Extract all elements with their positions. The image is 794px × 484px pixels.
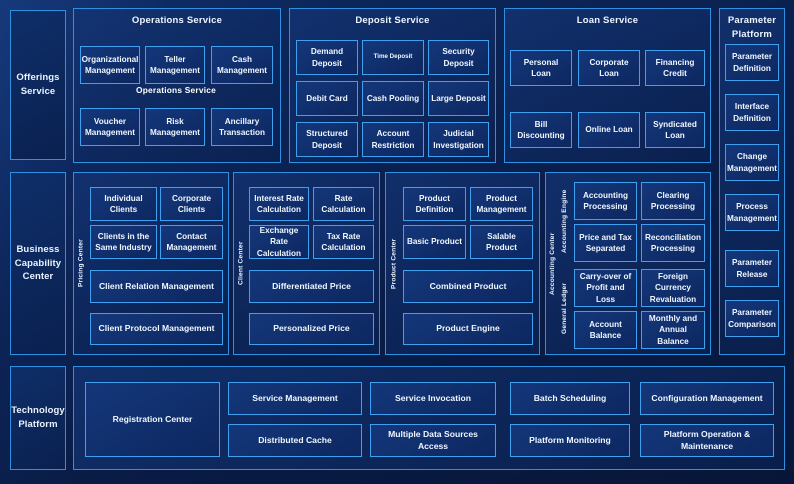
cell-product-engine[interactable]: Product Engine — [403, 313, 533, 345]
cell-differentiated-price[interactable]: Differentiated Price — [249, 270, 374, 303]
group-title-deposit-service: Deposit Service — [355, 15, 430, 26]
cell-interface-definition[interactable]: Interface Definition — [725, 94, 779, 131]
cell-platform-monitoring[interactable]: Platform Monitoring — [510, 424, 630, 457]
cell-corporate-clients[interactable]: Corporate Clients — [160, 187, 223, 221]
cell-organizational-management[interactable]: Organizational Management — [80, 46, 140, 84]
cell-judicial-investigation[interactable]: Judicial Investigation — [428, 122, 489, 157]
cell-debit-card[interactable]: Debit Card — [296, 81, 358, 116]
cell-syndicated-loan[interactable]: Syndicated Loan — [645, 112, 705, 148]
cell-price-and-tax-separated[interactable]: Price and Tax Separated — [574, 224, 637, 262]
vertical-label-pricing-center: Pricing Center — [77, 239, 85, 288]
row-label-line1: Offerings — [16, 72, 60, 84]
cell-combined-product[interactable]: Combined Product — [403, 270, 533, 303]
cell-bill-discounting[interactable]: Bill Discounting — [510, 112, 572, 148]
cell-parameter-definition[interactable]: Parameter Definition — [725, 44, 779, 81]
cell-ancillary-transaction[interactable]: Ancillary Transaction — [211, 108, 273, 146]
cell-client-relation-management[interactable]: Client Relation Management — [90, 270, 223, 303]
cell-risk-management[interactable]: Risk Management — [145, 108, 205, 146]
floating-label-operations-service: Operations Service — [136, 85, 216, 95]
cell-clearing-processing[interactable]: Clearing Processing — [641, 182, 705, 220]
cell-parameter-comparison[interactable]: Parameter Comparison — [725, 300, 779, 337]
vertical-label-accounting-center: Accounting Center — [549, 232, 556, 295]
vertical-label-general-ledger: General Ledger — [561, 282, 568, 334]
cell-basic-product[interactable]: Basic Product — [403, 225, 466, 259]
cell-tax-rate-calculation[interactable]: Tax Rate Calculation — [313, 225, 374, 259]
cell-corporate-loan[interactable]: Corporate Loan — [578, 50, 640, 86]
vertical-label-product-center: Product Center — [390, 238, 398, 289]
cell-monthly-and-annual-balance[interactable]: Monthly and Annual Balance — [641, 311, 705, 349]
cell-distributed-cache[interactable]: Distributed Cache — [228, 424, 362, 457]
cell-financing-credit[interactable]: Financing Credit — [645, 50, 705, 86]
cell-service-management[interactable]: Service Management — [228, 382, 362, 415]
cell-product-definition[interactable]: Product Definition — [403, 187, 466, 221]
cell-parameter-release[interactable]: Parameter Release — [725, 250, 779, 287]
cell-structured-deposit[interactable]: Structured Deposit — [296, 122, 358, 157]
row-label-line1: Business — [16, 243, 60, 255]
cell-client-protocol-management[interactable]: Client Protocol Management — [90, 313, 223, 345]
cell-teller-management[interactable]: Teller Management — [145, 46, 205, 84]
cell-salable-product[interactable]: Salable Product — [470, 225, 533, 259]
row-label-line1: Technology — [11, 405, 65, 417]
cell-process-management[interactable]: Process Management — [725, 194, 779, 231]
parameter-platform-title-line2: Platform — [731, 29, 773, 41]
cell-rate-calculation[interactable]: Rate Calculation — [313, 187, 374, 221]
cell-time-deposit[interactable]: Time Deposit — [362, 40, 424, 75]
cell-platform-operation-maintenance[interactable]: Platform Operation & Maintenance — [640, 424, 774, 457]
cell-contact-management[interactable]: Contact Management — [160, 225, 223, 259]
group-title-operations-service: Operations Service — [131, 15, 223, 26]
cell-individual-clients[interactable]: Individual Clients — [90, 187, 157, 221]
cell-reconciliation-processing[interactable]: Reconciliation Processing — [641, 224, 705, 262]
cell-personal-loan[interactable]: Personal Loan — [510, 50, 572, 86]
vertical-label-client-center: Client Center — [237, 241, 245, 286]
cell-configuration-management[interactable]: Configuration Management — [640, 382, 774, 415]
parameter-platform-title-line1: Parameter — [727, 15, 777, 26]
cell-registration-center[interactable]: Registration Center — [85, 382, 220, 457]
cell-product-management[interactable]: Product Management — [470, 187, 533, 221]
cell-cash-management[interactable]: Cash Management — [211, 46, 273, 84]
cell-change-management[interactable]: Change Management — [725, 144, 779, 181]
row-label-line2: Service — [20, 86, 56, 97]
cell-batch-scheduling[interactable]: Batch Scheduling — [510, 382, 630, 415]
group-title-loan-service: Loan Service — [576, 15, 639, 26]
cell-multiple-data-sources-access[interactable]: Multiple Data Sources Access — [370, 424, 496, 457]
cell-account-balance[interactable]: Account Balance — [574, 311, 637, 349]
cell-cash-pooling[interactable]: Cash Pooling — [362, 81, 424, 116]
row-label-technology-platform: Technology Platform — [10, 366, 66, 470]
cell-security-deposit[interactable]: Security Deposit — [428, 40, 489, 75]
cell-foreign-currency-revaluation[interactable]: Foreign Currency Revaluation — [641, 269, 705, 307]
cell-online-loan[interactable]: Online Loan — [578, 112, 640, 148]
vertical-label-accounting-engine: Accounting Engine — [561, 189, 568, 253]
row-label-line3: Center — [22, 271, 54, 283]
cell-service-invocation[interactable]: Service Invocation — [370, 382, 496, 415]
cell-accounting-processing[interactable]: Accounting Processing — [574, 182, 637, 220]
cell-clients-in-the-same-industry[interactable]: Clients in the Same Industry — [90, 225, 157, 259]
group-title-parameter-platform: Parameter Platform — [719, 14, 785, 43]
cell-interest-rate-calculation[interactable]: Interest Rate Calculation — [249, 187, 309, 221]
row-label-line2: Platform — [18, 419, 58, 430]
cell-voucher-management[interactable]: Voucher Management — [80, 108, 140, 146]
cell-large-deposit[interactable]: Large Deposit — [428, 81, 489, 116]
row-label-business-capability-center: Business Capability Center — [10, 172, 66, 355]
cell-personalized-price[interactable]: Personalized Price — [249, 313, 374, 345]
cell-exchange-rate-calculation[interactable]: Exchange Rate Calculation — [249, 225, 309, 259]
cell-demand-deposit[interactable]: Demand Deposit — [296, 40, 358, 75]
row-label-line2: Capability — [14, 257, 62, 269]
row-label-offerings-service: Offerings Service — [10, 10, 66, 160]
cell-account-restriction[interactable]: Account Restriction — [362, 122, 424, 157]
cell-carry-over-of-profit-and-loss[interactable]: Carry-over of Profit and Loss — [574, 269, 637, 307]
